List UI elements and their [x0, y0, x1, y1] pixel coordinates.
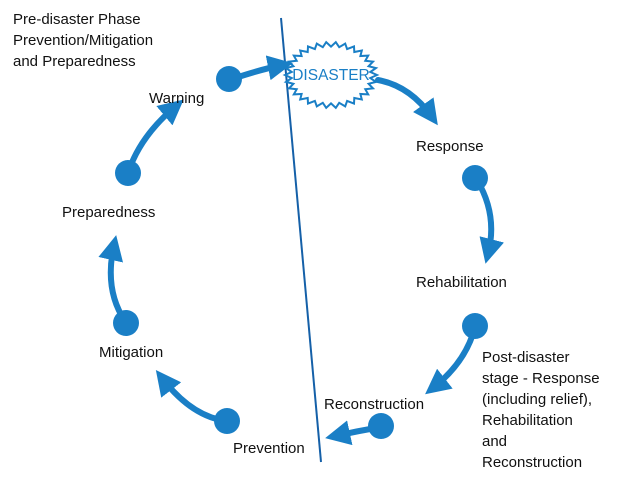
warning-dot: [216, 66, 242, 92]
stage-label-mitigation: Mitigation: [99, 344, 164, 361]
post-disaster-line-3: (including relief),: [482, 391, 593, 408]
post-disaster-line-1: Post-disaster: [482, 349, 570, 366]
post-disaster-line-2: stage - Response: [482, 370, 600, 387]
rehabilitation-dot: [462, 313, 488, 339]
post-disaster-line-6: Reconstruction: [482, 454, 583, 471]
disaster-label: DISASTER: [292, 67, 370, 84]
pre-disaster-phase-note: Pre-disaster Phase Prevention/Mitigation…: [13, 9, 213, 72]
arrow-response-to-rehabilitation: [474, 177, 504, 264]
pre-disaster-line-1: Pre-disaster Phase: [13, 11, 141, 28]
post-disaster-line-5: and: [482, 433, 508, 450]
stage-label-rehabilitation: Rehabilitation: [416, 274, 507, 291]
reconstruction-dot: [368, 413, 394, 439]
pre-disaster-line-2: Prevention/Mitigation: [13, 32, 154, 49]
phase-divider-line: [280, 17, 322, 463]
stage-label-warning: Warning: [149, 90, 205, 107]
stage-label-response: Response: [416, 138, 484, 155]
arrow-mitigation-to-preparedness: [98, 235, 128, 324]
stage-label-reconstruction: Reconstruction: [324, 396, 425, 413]
stage-label-preparedness: Preparedness: [62, 204, 156, 221]
preparedness-dot: [115, 160, 141, 186]
post-disaster-phase-note: Post-disaster stage - Response (includin…: [482, 347, 622, 473]
response-dot: [462, 165, 488, 191]
arrow-disaster-to-response: [375, 77, 438, 126]
prevention-dot: [214, 408, 240, 434]
stage-label-prevention: Prevention: [233, 440, 305, 457]
pre-disaster-line-3: and Preparedness: [13, 53, 136, 70]
post-disaster-line-4: Rehabilitation: [482, 412, 573, 429]
mitigation-dot: [113, 310, 139, 336]
